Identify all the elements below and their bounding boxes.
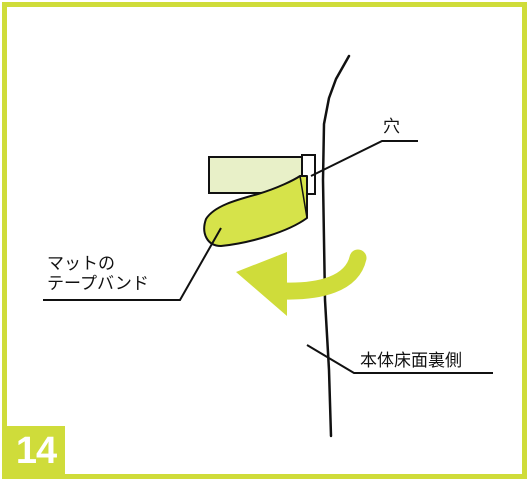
- leader-hole: [310, 140, 418, 177]
- tape-band-label-line2: テープバンド: [47, 274, 149, 294]
- leader-tape-band: [43, 227, 222, 301]
- tape-band-fold: [299, 175, 308, 219]
- floor-underside-line: [321, 54, 351, 438]
- step-number-badge: 14: [7, 426, 65, 476]
- hole-label: 穴: [383, 117, 400, 137]
- curved-arrow-left-icon: [236, 249, 367, 316]
- leader-floor-underside: [306, 344, 493, 374]
- floor-underside-label: 本体床面裏側: [360, 351, 462, 371]
- tape-band-label: マットの テープバンド: [47, 254, 149, 294]
- tape-band-label-line1: マットの: [47, 254, 115, 274]
- tape-band: [203, 175, 308, 247]
